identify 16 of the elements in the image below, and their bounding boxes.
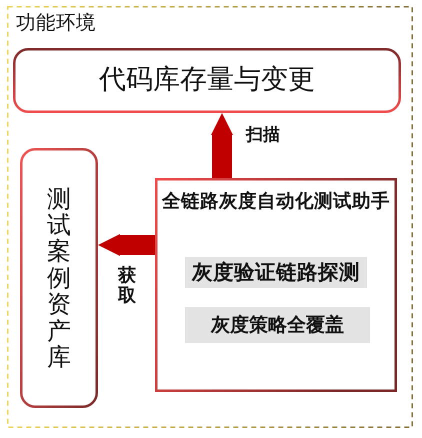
feature-box [185, 257, 367, 288]
panel [155, 178, 397, 392]
edge-label: 扫描 [246, 125, 280, 146]
block-arrow [98, 234, 155, 256]
frame-title: 功能环境 [16, 11, 96, 34]
rounded-box [20, 148, 98, 408]
box-label: 灰度验证链路探测 [192, 260, 360, 285]
block-arrow [211, 113, 233, 178]
box-label: 灰度策略全覆盖 [211, 314, 344, 336]
edge-label: 获取 [118, 266, 136, 306]
vertical-label: 测试案例资产库 [47, 186, 71, 370]
rounded-box [13, 48, 401, 113]
panel-title: 全链路灰度自动化测试助手 [160, 191, 391, 214]
dashed-frame [7, 6, 413, 428]
box-label: 代码库存量与变更 [99, 64, 315, 97]
feature-box [185, 307, 370, 343]
